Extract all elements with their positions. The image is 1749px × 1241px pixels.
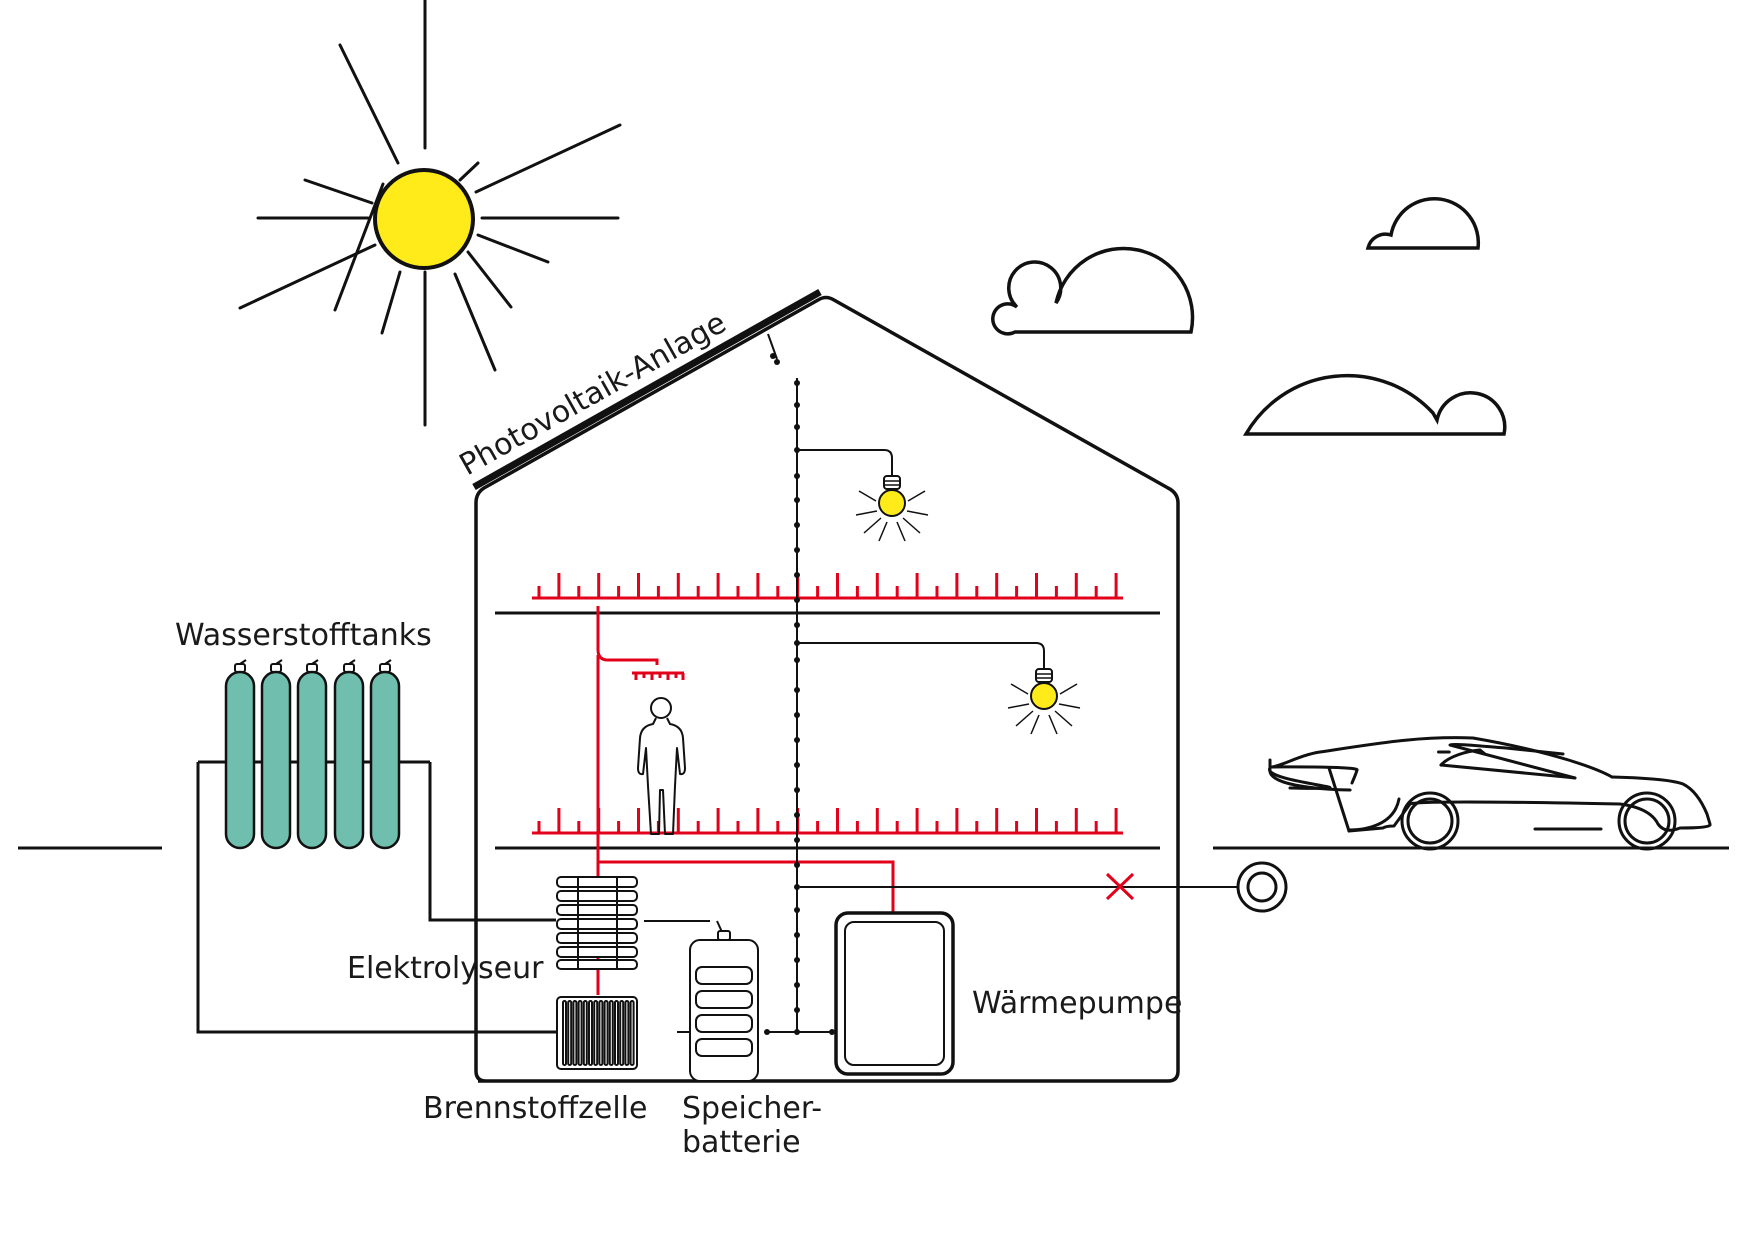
cloud-icon xyxy=(1242,373,1507,436)
brennstoffzelle-label: Brennstoffzelle xyxy=(423,1091,648,1126)
waermepumpe-label: Wärmepumpe xyxy=(972,986,1182,1021)
electric-wiring xyxy=(644,333,1237,1033)
speicher-label-line1: Speicher- xyxy=(682,1091,822,1126)
hydrogen-tank-icon xyxy=(224,659,256,850)
storage-battery-icon xyxy=(689,930,759,1082)
floor-heating xyxy=(532,573,1123,995)
car-icon xyxy=(1268,736,1712,851)
fuel-cell-icon xyxy=(556,996,638,1070)
sun-icon xyxy=(238,0,622,427)
hydrogen-tank-icon xyxy=(369,659,401,850)
cloud-icon xyxy=(1365,196,1481,250)
person-icon xyxy=(637,697,686,835)
disconnect-x-icon xyxy=(1105,872,1135,901)
photovoltaik-label: Photovoltaik-Anlage xyxy=(454,305,732,483)
wasserstofftanks-label: Wasserstofftanks xyxy=(175,618,432,653)
hydrogen-tank-icon xyxy=(296,659,328,850)
cloud-icon xyxy=(991,246,1195,336)
house-outline xyxy=(474,295,1180,1083)
light-bulb-icon xyxy=(855,475,929,542)
grid-connection-icon xyxy=(1236,861,1288,913)
solar-panel xyxy=(472,288,822,491)
shower-icon xyxy=(632,671,685,680)
light-bulb-icon xyxy=(1007,668,1081,735)
elektrolyseur-label: Elektrolyseur xyxy=(347,951,544,986)
speicher-label-line2: batterie xyxy=(682,1125,801,1160)
electrolyser-icon xyxy=(556,876,638,970)
hydrogen-tank-icon xyxy=(260,659,292,850)
hydrogen-tank-icon xyxy=(333,659,365,850)
floor-slab xyxy=(495,611,1160,850)
heat-pump-icon xyxy=(834,911,955,1076)
